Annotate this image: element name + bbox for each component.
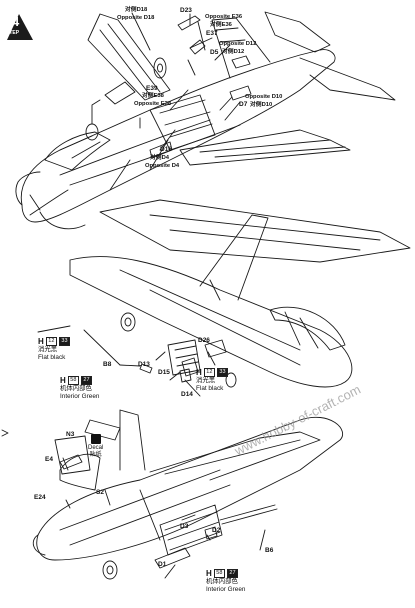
paint-prefix: H [38,337,44,346]
label-d12-en: Opposite D12 [219,41,257,47]
label-d1: D1 [158,561,167,568]
paint-code: 12 [203,368,215,378]
paint-name-cn: 机体内部色 [60,385,92,393]
label-d16: D16 [160,146,172,153]
label-d12-cn: 对侧D12 [222,49,245,55]
view-1-aircraft [15,11,396,230]
label-e37: E37 [206,30,218,37]
paint-number: 27 [226,569,239,579]
view-3-aircraft [32,409,343,580]
view-2-aircraft [37,199,411,397]
label-b6: B6 [265,547,274,554]
label-e4: E4 [45,456,53,463]
paint-name-en: Interior Green [206,585,246,593]
paint-name-en: Flat black [38,353,66,361]
paint-prefix: H [196,368,202,377]
label-e38-en: Opposite E38 [134,101,172,107]
label-d14: D14 [181,391,193,398]
label-n3: N3 [66,431,75,438]
label-d3: D3 [180,523,189,530]
label-s2: S2 [96,489,104,496]
decal-callout: Decal 贴纸 [88,434,103,459]
label-e39: E39 [146,85,158,92]
label-e36-cn: 对侧E36 [210,22,232,28]
paint-prefix: H [206,569,212,578]
paint-name-en: Flat black [196,384,224,392]
paint-code: 12 [45,337,57,347]
paint-number: 33 [58,337,71,347]
label-e36-en: Opposite E36 [205,14,243,20]
paint-name-cn: 消光黑 [38,346,58,354]
paint-callout-interior-green-1: H 58 27 机体内部色 Interior Green [60,376,99,400]
paint-code: 58 [67,376,79,386]
paint-callout-flat-black-1: H 12 33 消光黑 Flat black [38,337,71,361]
label-e38-cn: 对侧E38 [142,93,164,99]
paint-callout-flat-black-2: H 12 33 消光黑 Flat black [196,368,229,392]
step-word: STEP [6,30,20,36]
label-d5: D5 [210,49,219,56]
label-d10-en: Opposite D10 [245,94,283,100]
step-number: 4 [12,14,20,29]
paint-number: 27 [80,376,93,386]
label-d7: D7 [239,101,248,108]
label-d18-en: Opposite D18 [117,15,155,21]
step-badge [7,14,33,40]
label-d4-en: Opposite D4 [145,163,180,169]
paint-prefix: H [60,376,66,385]
decal-label-cn: 贴纸 [89,451,102,458]
label-d10-cn: 对侧D10 [250,102,273,108]
label-d26: D26 [198,337,210,344]
label-d23: D23 [180,7,192,14]
paint-number: 33 [216,368,229,378]
paint-callout-interior-green-2: H 58 27 机体内部色 Interior Green [206,569,245,593]
decal-icon [90,434,101,444]
label-d13: D13 [138,361,150,368]
label-d18-cn: 对侧D18 [125,7,148,13]
label-b8: B8 [103,361,112,368]
label-d15: D15 [158,369,170,376]
decal-label-en: Decal [88,445,104,451]
paint-name-en: Interior Green [60,392,100,400]
paint-code: 58 [213,569,225,579]
paint-name-cn: 机体内部色 [206,578,238,586]
paint-name-cn: 消光黑 [196,377,216,385]
label-d2: D2 [212,527,221,534]
label-d4-cn: 对侧D4 [150,155,170,161]
label-e24: E24 [34,494,46,501]
